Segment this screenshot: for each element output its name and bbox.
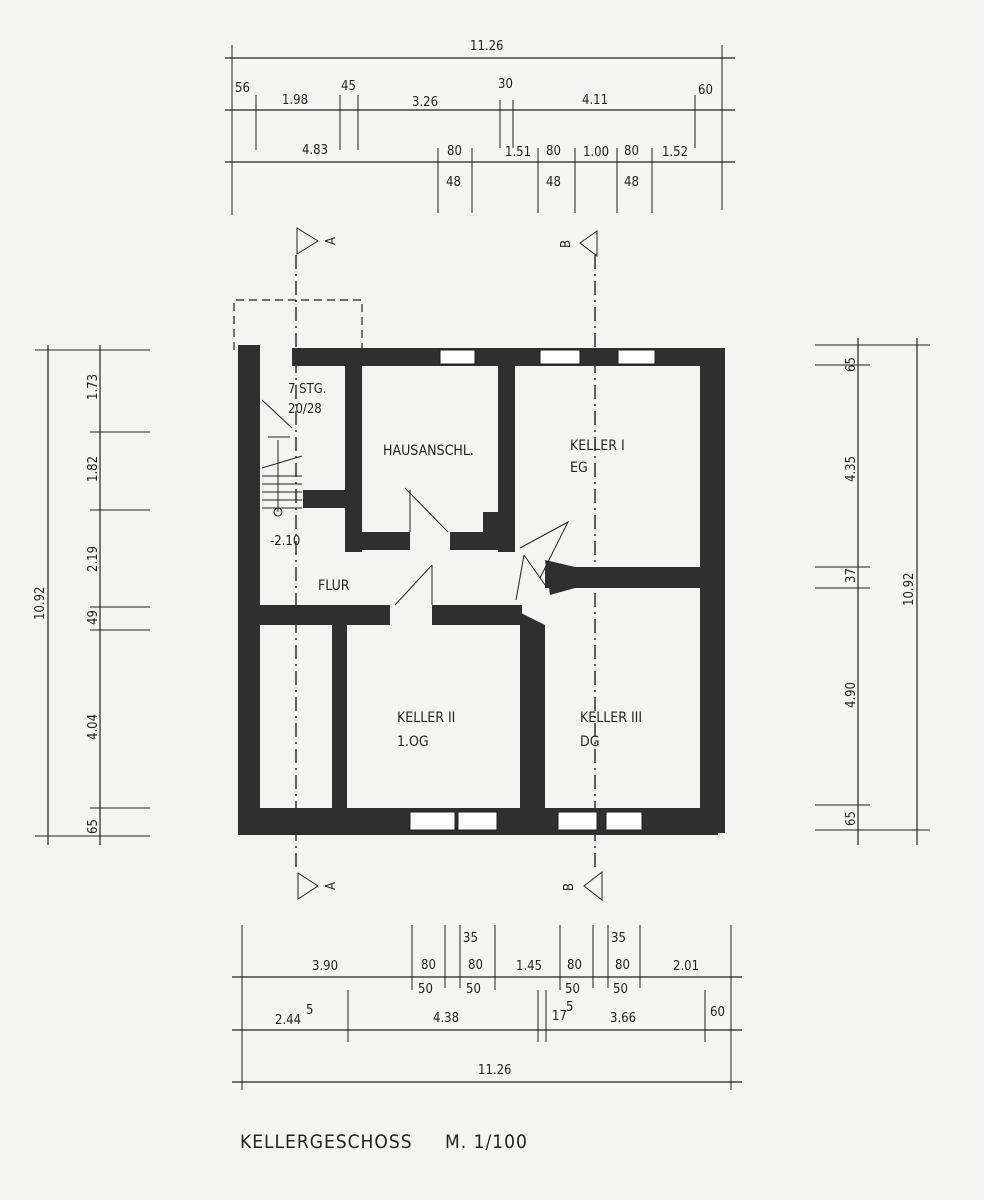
dim-label: 2.01	[673, 959, 699, 974]
dim-label: 80	[421, 958, 436, 973]
room-hausanschl: HAUSANSCHL.	[383, 443, 474, 459]
dim-label: 4.11	[582, 93, 608, 108]
section-b-label: B	[559, 240, 574, 248]
room-keller3-sub: DG	[580, 734, 599, 750]
door-swing	[515, 554, 546, 601]
window	[439, 349, 476, 365]
stair-ratio: 20/28	[288, 402, 322, 417]
window	[617, 349, 656, 365]
dim-label: 1.73	[86, 374, 101, 400]
dim-label: 65	[86, 819, 101, 834]
dim-label: 60	[698, 83, 713, 98]
dim-label: 60	[710, 1005, 725, 1020]
section-a-label: A	[324, 882, 339, 890]
dim-label: 45	[341, 79, 356, 94]
room-labels: HAUSANSCHL. KELLER I EG KELLER II 1.OG K…	[270, 382, 642, 750]
room-keller2-sub: 1.OG	[397, 734, 429, 750]
dim-label: 48	[624, 175, 639, 190]
door-swing	[404, 487, 449, 533]
dim-label: 3.66	[610, 1011, 636, 1026]
dim-label: 1.98	[282, 93, 308, 108]
dim-right-total: 10.92	[902, 573, 917, 606]
dim-label: 65	[844, 811, 859, 826]
dim-label: 80	[468, 958, 483, 973]
dim-label: 1.45	[516, 959, 542, 974]
window	[557, 811, 598, 831]
dim-label: 30	[498, 77, 513, 92]
dim-label: 1.00	[583, 145, 609, 160]
room-keller1: KELLER I	[570, 438, 625, 454]
window	[605, 811, 643, 831]
dim-label: 50	[418, 982, 433, 997]
stair-icon	[261, 399, 303, 517]
dim-label: 35	[463, 931, 478, 946]
dim-label: 2.44	[275, 1013, 301, 1028]
dim-label: 1.51	[505, 145, 531, 160]
room-keller2: KELLER II	[397, 710, 455, 726]
floor-level: -2.10	[270, 534, 300, 549]
window	[457, 811, 498, 831]
dim-label: 80	[615, 958, 630, 973]
top-dimensions: 11.26 56 1.98 45 3.26 30 4.11 60 4.83 80…	[225, 39, 735, 215]
dim-label: 80	[447, 144, 462, 159]
door-swing	[519, 520, 570, 579]
window	[409, 811, 456, 831]
bottom-dimensions: 3.90 80 80 1.45 80 80 2.01 35 35 50 50 5…	[232, 925, 742, 1090]
section-markers: A A B B	[295, 227, 603, 902]
dim-label: 4.38	[433, 1011, 459, 1026]
room-keller3: KELLER III	[580, 710, 642, 726]
room-flur: FLUR	[318, 578, 350, 594]
dim-label: 4.83	[302, 143, 328, 158]
left-dimensions: 1.73 1.82 2.19 49 4.04 65 10.92	[33, 345, 150, 845]
dim-label: 3.90	[312, 959, 338, 974]
dim-label: 3.26	[412, 95, 438, 110]
section-a-bottom-marker	[297, 872, 319, 900]
dim-superscript: 5	[306, 1003, 313, 1018]
dim-label: 35	[611, 931, 626, 946]
dim-label: 37	[844, 568, 859, 583]
dim-label: 49	[86, 610, 101, 625]
dim-bottom-total: 11.26	[478, 1063, 511, 1078]
dim-label: 1.52	[662, 145, 688, 160]
door-swing	[394, 564, 433, 606]
dim-label: 1.82	[86, 456, 101, 482]
plan-scale: M. 1/100	[445, 1131, 528, 1153]
dim-label: 80	[546, 144, 561, 159]
dim-label: 4.35	[844, 456, 859, 482]
section-a-label: A	[324, 237, 339, 245]
dim-label: 56	[235, 81, 250, 96]
dim-top-total: 11.26	[470, 39, 503, 54]
dim-label: 80	[624, 144, 639, 159]
dim-superscript: 5	[566, 1000, 573, 1015]
dim-left-total: 10.92	[33, 587, 48, 620]
section-b-bottom-marker	[583, 870, 603, 902]
right-dimensions: 65 4.35 37 4.90 65 10.92	[815, 338, 930, 845]
plan-title: KELLERGESCHOSS	[240, 1131, 413, 1153]
dim-label: 50	[613, 982, 628, 997]
dim-label: 50	[565, 982, 580, 997]
dim-label: 48	[446, 175, 461, 190]
section-a-top-marker	[296, 227, 319, 255]
dim-label: 17	[552, 1009, 567, 1024]
dim-label: 4.04	[86, 714, 101, 740]
dim-label: 50	[466, 982, 481, 997]
building-walls	[233, 299, 725, 835]
dim-label: 65	[844, 357, 859, 372]
room-keller1-sub: EG	[570, 460, 588, 476]
window	[539, 349, 581, 365]
dim-label: 48	[546, 175, 561, 190]
section-b-top-marker	[579, 230, 598, 258]
section-b-label: B	[562, 883, 577, 891]
stair-steps: 7 STG.	[288, 382, 327, 397]
dim-label: 2.19	[86, 546, 101, 572]
dim-label: 4.90	[844, 682, 859, 708]
dim-label: 80	[567, 958, 582, 973]
